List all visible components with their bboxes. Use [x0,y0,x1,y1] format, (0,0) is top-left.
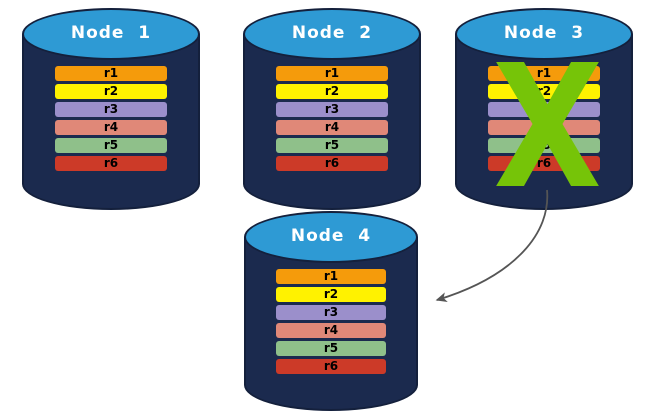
record-list: r1 r2 r3 r4 r5 r6 [488,66,600,174]
record-bar[interactable]: r1 [276,66,388,81]
cylinder-top-cap [455,8,633,60]
record-bar[interactable]: r4 [276,323,386,338]
record-bar[interactable]: r3 [488,102,600,117]
record-list: r1 r2 r3 r4 r5 r6 [276,269,386,377]
cylinder-top-cap [22,8,200,60]
record-bar[interactable]: r1 [55,66,167,81]
record-bar[interactable]: r6 [276,359,386,374]
record-bar[interactable]: r5 [55,138,167,153]
record-bar[interactable]: r2 [488,84,600,99]
record-bar[interactable]: r4 [55,120,167,135]
record-bar[interactable]: r6 [488,156,600,171]
record-bar[interactable]: r5 [488,138,600,153]
record-bar[interactable]: r4 [276,120,388,135]
record-bar[interactable]: r6 [55,156,167,171]
record-bar[interactable]: r5 [276,341,386,356]
cylinder-top-cap [244,211,418,263]
record-bar[interactable]: r6 [276,156,388,171]
record-bar[interactable]: r3 [276,305,386,320]
record-list: r1 r2 r3 r4 r5 r6 [55,66,167,174]
record-bar[interactable]: r5 [276,138,388,153]
cylinder-top-cap [243,8,421,60]
record-bar[interactable]: r2 [276,84,388,99]
record-list: r1 r2 r3 r4 r5 r6 [276,66,388,174]
record-bar[interactable]: r4 [488,120,600,135]
record-bar[interactable]: r3 [276,102,388,117]
record-bar[interactable]: r1 [488,66,600,81]
record-bar[interactable]: r1 [276,269,386,284]
record-bar[interactable]: r2 [276,287,386,302]
record-bar[interactable]: r2 [55,84,167,99]
record-bar[interactable]: r3 [55,102,167,117]
